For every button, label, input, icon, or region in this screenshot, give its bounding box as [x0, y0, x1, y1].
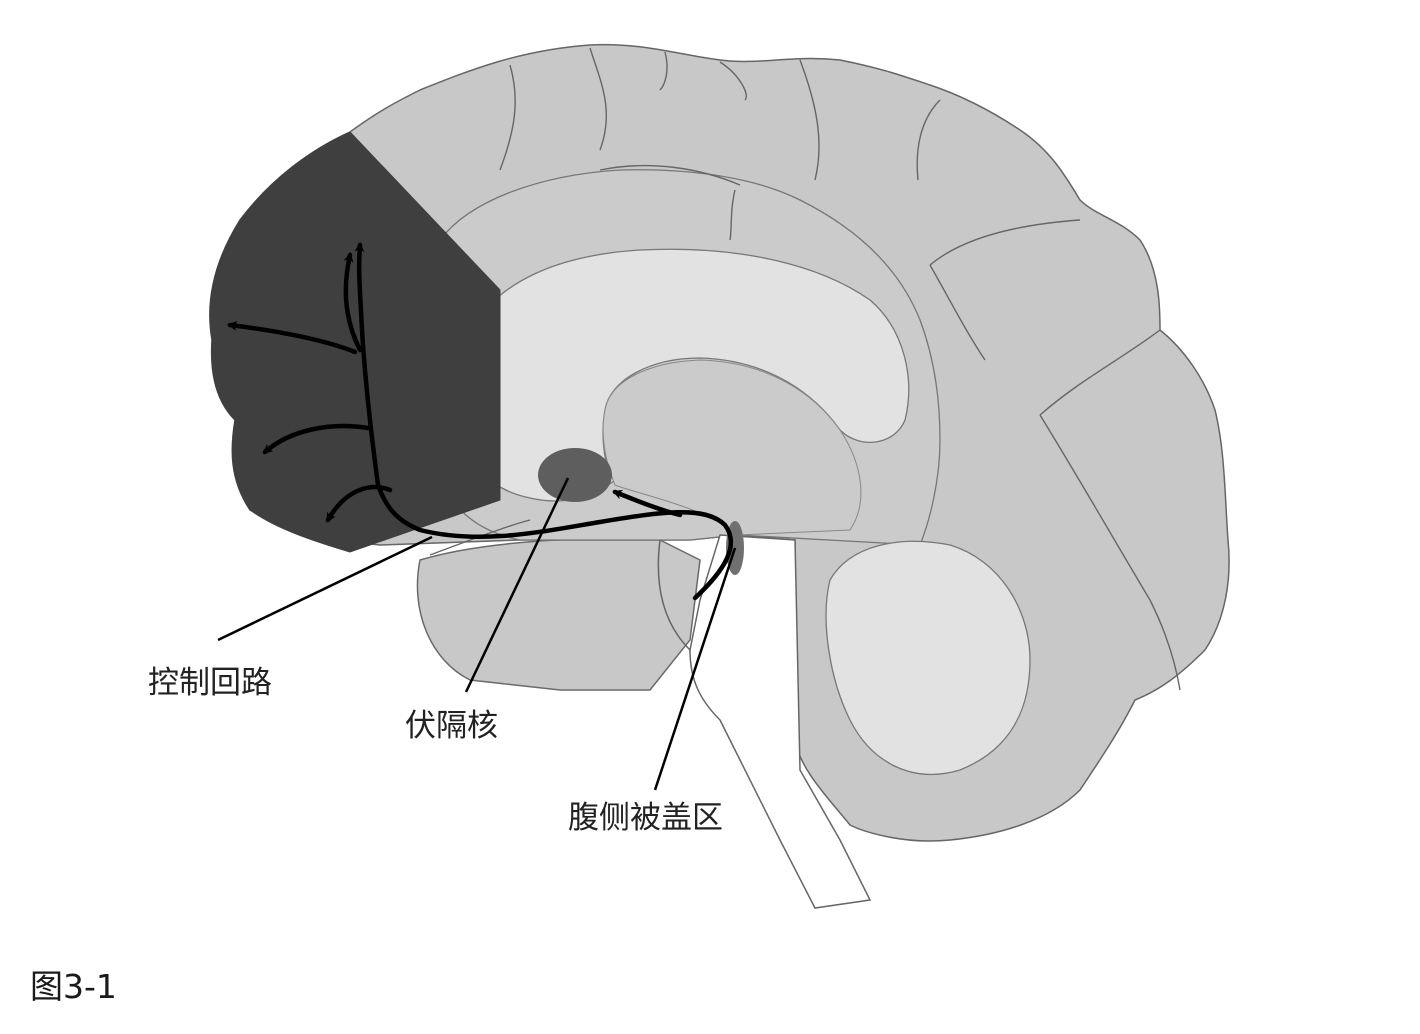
pathway-main	[354, 242, 734, 601]
nucleus-accumbens	[538, 448, 612, 502]
pathway-branch-4	[325, 484, 393, 523]
pathway-branch-1	[343, 252, 363, 353]
sulci	[429, 47, 1181, 691]
leader-vta	[653, 547, 737, 791]
figure-caption: 图3-1	[30, 967, 117, 1006]
pathway	[227, 242, 734, 601]
pathway-to-nacc	[612, 489, 683, 518]
label-control-circuit: 控制回路	[148, 665, 272, 701]
label-ventral-tegmental-area: 腹侧被盖区	[568, 800, 723, 836]
leader-lines	[217, 477, 737, 791]
pons-outline	[657, 539, 691, 651]
cerebellum	[825, 540, 1031, 775]
brainstem	[689, 534, 872, 909]
pathway-branch-3	[262, 423, 371, 455]
leader-nacc	[464, 477, 570, 693]
thalamus-area	[602, 359, 862, 536]
label-nucleus-accumbens: 伏隔核	[405, 708, 498, 744]
temporal-lobe	[416, 537, 701, 691]
leader-control	[217, 535, 433, 642]
pathway-branch-2	[227, 320, 358, 355]
corpus-callosum	[454, 248, 910, 502]
